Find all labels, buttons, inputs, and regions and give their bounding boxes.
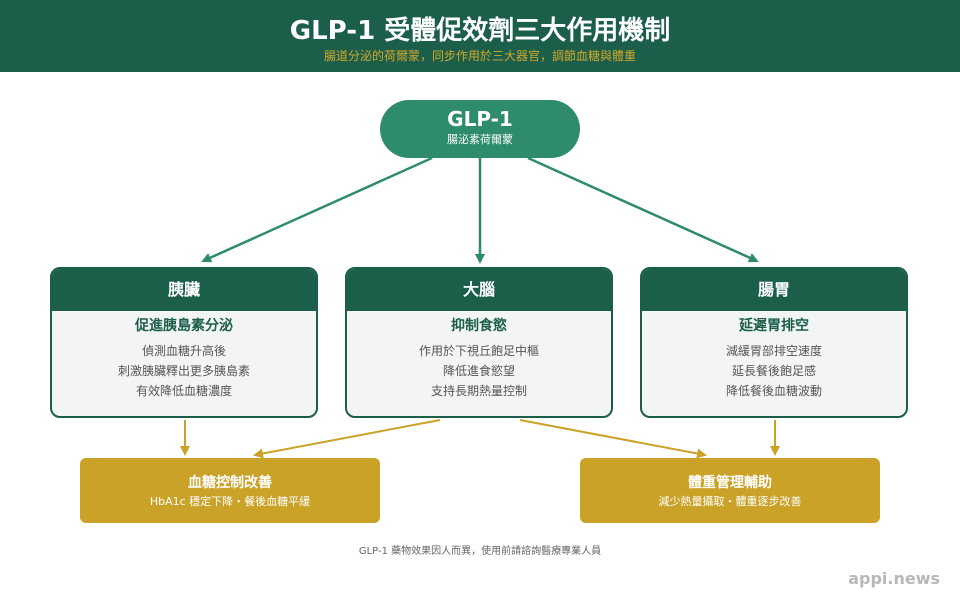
organ-name: 胰臟 [52, 269, 316, 311]
organ-heading: 促進胰島素分泌 [135, 318, 233, 334]
organ-card-brain: 大腦 抑制食慾 作用於下視丘飽足中樞 降低進食慾望 支持長期熱量控制 [345, 267, 613, 418]
arrow-brain-to-weight [519, 419, 707, 459]
organ-detail-line: 延長餐後飽足感 [731, 364, 816, 378]
outcome-name: 血糖控制改善 [188, 475, 272, 491]
outcome-description: 減少熱量攝取・體重逐步改善 [658, 495, 802, 508]
outcome-description: HbA1c 穩定下降・餐後血糖平緩 [149, 495, 311, 508]
outcome-glucose-control: 血糖控制改善 HbA1c 穩定下降・餐後血糖平緩 [80, 458, 380, 523]
header-banner: GLP-1 受體促效劑三大作用機制 腸道分泌的荷爾蒙，同步作用於三大器官，調節血… [0, 0, 960, 72]
organ-name: 大腦 [347, 269, 611, 311]
organ-detail-line: 偵測血糖升高後 [141, 344, 226, 358]
organ-detail-line: 降低進食慾望 [442, 364, 515, 378]
organ-detail-line: 作用於下視丘飽足中樞 [418, 344, 539, 358]
organ-detail-line: 刺激胰臟釋出更多胰島素 [117, 364, 250, 378]
root-name: GLP-1 [447, 107, 513, 131]
root-subtitle: 腸泌素荷爾蒙 [447, 133, 513, 146]
footnote: GLP-1 藥物效果因人而異，使用前請諮詢醫療專業人員 [358, 546, 602, 557]
outcome-weight-management: 體重管理輔助 減少熱量攝取・體重逐步改善 [580, 458, 880, 523]
organ-heading: 延遲胃排空 [739, 318, 809, 334]
organ-heading: 抑制食慾 [451, 318, 507, 334]
arrow-brain-to-glucose [253, 419, 441, 459]
arrow-root-to-gut [527, 156, 759, 263]
glp1-root-node: GLP-1 腸泌素荷爾蒙 [380, 100, 580, 158]
brand-watermark: appi.news [848, 569, 940, 588]
organ-card-gut: 腸胃 延遲胃排空 減緩胃部排空速度 延長餐後飽足感 降低餐後血糖波動 [640, 267, 908, 418]
organ-detail-line: 減緩胃部排空速度 [725, 344, 822, 358]
organ-detail-line: 有效降低血糖濃度 [135, 384, 232, 398]
page-subtitle: 腸道分泌的荷爾蒙，同步作用於三大器官，調節血糖與體重 [323, 49, 636, 63]
page-title: GLP-1 受體促效劑三大作用機制 [289, 16, 671, 46]
organ-name: 腸胃 [642, 269, 906, 311]
arrow-root-to-pancreas [201, 156, 433, 263]
organ-detail-line: 降低餐後血糖波動 [725, 384, 822, 398]
organ-detail-line: 支持長期熱量控制 [430, 384, 527, 398]
organ-card-pancreas: 胰臟 促進胰島素分泌 偵測血糖升高後 刺激胰臟釋出更多胰島素 有效降低血糖濃度 [50, 267, 318, 418]
outcome-name: 體重管理輔助 [688, 475, 772, 491]
